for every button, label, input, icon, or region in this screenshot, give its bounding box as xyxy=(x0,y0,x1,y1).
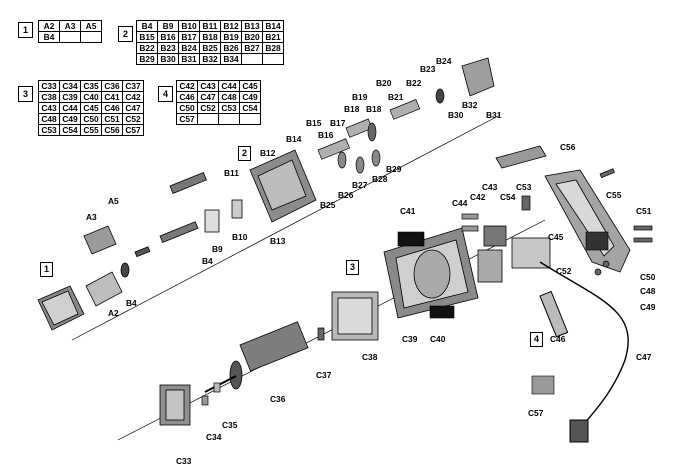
label-C43: C43 xyxy=(482,182,498,192)
label-C45: C45 xyxy=(548,232,564,242)
legend-cell: B34 xyxy=(220,53,242,65)
label-B15: B15 xyxy=(306,118,322,128)
label-B9: B9 xyxy=(212,244,223,254)
label-C36: C36 xyxy=(270,394,286,404)
legend-cell xyxy=(239,113,261,125)
label-plates xyxy=(397,231,609,395)
label-C37: C37 xyxy=(316,370,332,380)
label-B20: B20 xyxy=(376,78,392,88)
label-B13: B13 xyxy=(270,236,286,246)
label-B18-a: B18 xyxy=(344,104,360,114)
switch-part xyxy=(477,225,551,283)
callout-box-3: 3 xyxy=(346,260,359,275)
label-C57: C57 xyxy=(528,408,544,418)
label-C42: C42 xyxy=(470,192,486,202)
callout-box-1: 1 xyxy=(40,262,53,277)
label-C41: C41 xyxy=(400,206,416,216)
label-C51: C51 xyxy=(636,206,652,216)
depth-locator-part xyxy=(85,262,130,307)
bracket-part xyxy=(461,57,495,97)
legend-group-1-number: 1 xyxy=(18,22,33,38)
label-B26: B26 xyxy=(338,190,354,200)
legend-cell: C45 xyxy=(239,80,261,92)
label-B23: B23 xyxy=(420,64,436,74)
label-C48: C48 xyxy=(640,286,656,296)
legend-cell: C57 xyxy=(176,113,198,125)
label-B4-a: B4 xyxy=(126,298,137,308)
label-B21: B21 xyxy=(388,92,404,102)
legend-cell xyxy=(80,31,102,43)
label-B17: B17 xyxy=(330,118,346,128)
brush-holder-part xyxy=(159,384,191,426)
label-B30: B30 xyxy=(448,110,464,120)
label-C56: C56 xyxy=(560,142,576,152)
legend-cell xyxy=(262,53,284,65)
legend-group-2-number: 2 xyxy=(118,26,133,42)
label-C47: C47 xyxy=(636,352,652,362)
legend-group-3-number: 3 xyxy=(18,86,33,102)
label-B4-b: B4 xyxy=(202,256,213,266)
small-parts xyxy=(201,168,653,406)
label-B28: B28 xyxy=(372,174,388,184)
bit-holder-part xyxy=(83,171,207,258)
label-B24: B24 xyxy=(436,56,452,66)
gear-housing-part xyxy=(204,149,317,233)
armature-part xyxy=(204,321,309,393)
label-B14: B14 xyxy=(286,134,302,144)
label-C54: C54 xyxy=(500,192,516,202)
label-B27: B27 xyxy=(352,180,368,190)
label-C39: C39 xyxy=(402,334,418,344)
label-C34: C34 xyxy=(206,432,222,442)
label-B31: B31 xyxy=(486,110,502,120)
nose-cone-part xyxy=(37,285,85,331)
label-C49: C49 xyxy=(640,302,656,312)
label-B16: B16 xyxy=(318,130,334,140)
label-B25: B25 xyxy=(320,200,336,210)
label-B12: B12 xyxy=(260,148,276,158)
legend-cell: B30 xyxy=(157,53,179,65)
field-coil-part xyxy=(331,291,379,341)
cord-part xyxy=(539,261,629,443)
label-C50: C50 xyxy=(640,272,656,282)
label-B22: B22 xyxy=(406,78,422,88)
callout-box-2: 2 xyxy=(238,146,251,161)
label-A5: A5 xyxy=(108,196,119,206)
label-B19: B19 xyxy=(352,92,368,102)
label-A2: A2 xyxy=(108,308,119,318)
clutch-parts xyxy=(317,88,445,174)
label-C44: C44 xyxy=(452,198,468,208)
label-C55: C55 xyxy=(606,190,622,200)
label-B10: B10 xyxy=(232,232,248,242)
label-C38: C38 xyxy=(362,352,378,362)
label-B11: B11 xyxy=(224,168,239,178)
label-C52: C52 xyxy=(556,266,572,276)
legend-cell: C57 xyxy=(122,124,144,136)
legend-group-4-number: 4 xyxy=(158,86,173,102)
label-C40: C40 xyxy=(430,334,446,344)
label-B18-b: B18 xyxy=(366,104,382,114)
label-C33: C33 xyxy=(176,456,192,466)
label-C53: C53 xyxy=(516,182,532,192)
label-B29: B29 xyxy=(386,164,402,174)
callout-box-4: 4 xyxy=(530,332,543,347)
label-C46: C46 xyxy=(550,334,566,344)
label-A3: A3 xyxy=(86,212,97,222)
label-C35: C35 xyxy=(222,420,238,430)
label-B32: B32 xyxy=(462,100,478,110)
motor-housing-part xyxy=(383,227,479,319)
